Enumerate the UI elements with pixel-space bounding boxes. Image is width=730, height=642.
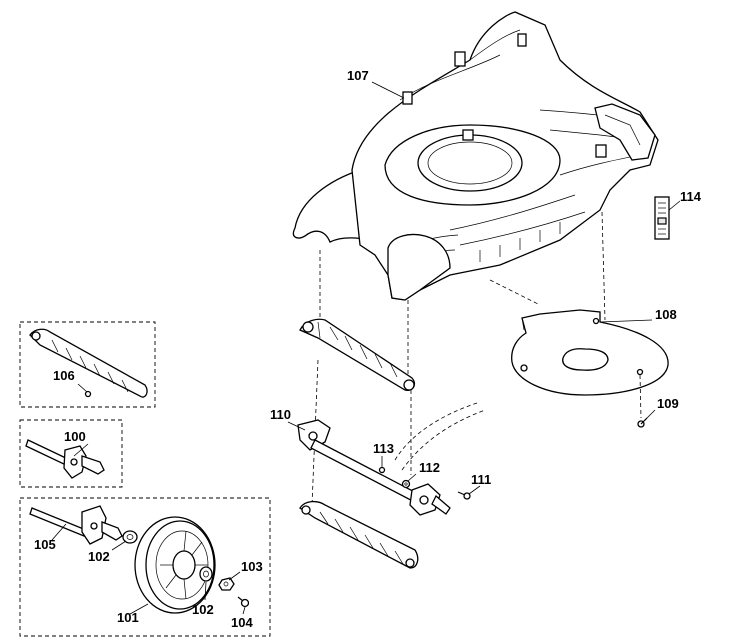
label-110: 110 [270,407,291,422]
label-112: 112 [419,460,440,475]
part-108-cover-plate[interactable] [511,309,669,396]
part-110-axle[interactable] [297,419,451,516]
chute-guide [394,401,486,471]
part-104-screw[interactable] [237,596,250,608]
part-106-flap[interactable] [29,328,148,398]
label-108: 108 [655,307,677,322]
label-107: 107 [347,68,369,83]
label-102-left: 102 [88,549,110,564]
label-105: 105 [34,537,56,552]
label-103: 103 [241,559,263,574]
part-labels: 107 114 108 109 106 100 110 113 112 111 … [34,68,702,630]
part-101-wheel[interactable] [134,516,216,614]
label-113: 113 [373,441,394,456]
label-106: 106 [53,368,75,383]
label-102-right: 102 [192,602,214,617]
box-wheel-assembly [19,497,271,637]
label-100: 100 [64,429,86,444]
part-113-rivet[interactable] [378,466,386,474]
label-104: 104 [231,615,253,630]
part-100-bracket[interactable] [25,439,105,479]
label-101: 101 [117,610,139,625]
box-106 [19,321,156,408]
label-114: 114 [680,189,702,204]
part-103-washer[interactable] [218,577,235,591]
part-107-deck-housing[interactable] [292,11,659,301]
part-114-label[interactable] [654,196,670,240]
leader-lines [51,81,681,615]
part-112-washer[interactable] [401,479,411,489]
part-102-bushing-right[interactable] [199,566,213,582]
rear-flap-upper[interactable] [299,318,416,391]
part-102-bushing-left[interactable] [122,530,138,544]
label-109: 109 [657,396,679,411]
part-111-bolt[interactable] [457,491,471,500]
label-111: 111 [471,472,491,487]
box-100 [19,419,123,488]
rear-flap-lower[interactable] [299,500,419,569]
part-105-axle-bracket[interactable] [29,505,123,545]
